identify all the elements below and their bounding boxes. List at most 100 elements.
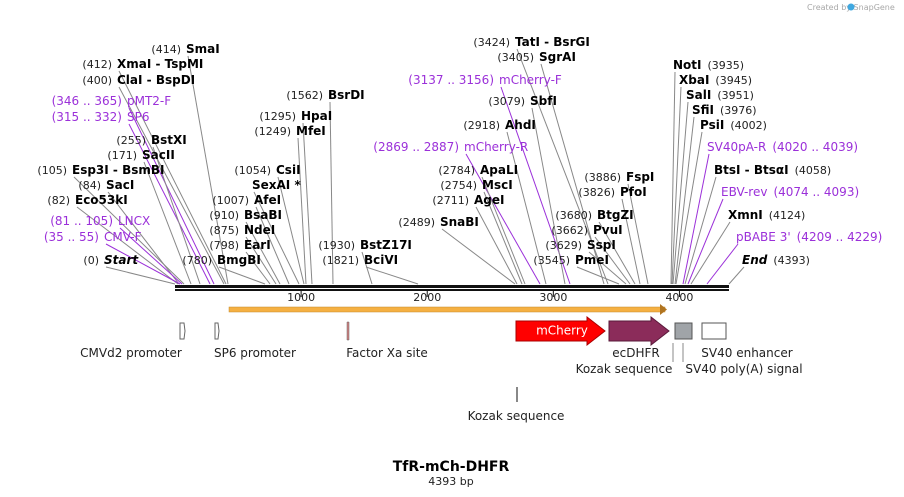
site-name-xmni[interactable]: XmnI — [728, 208, 763, 222]
site-name-sfii[interactable]: SfiI — [692, 103, 714, 117]
site-name-sp6[interactable]: SP6 — [127, 110, 150, 124]
snapgene-logo-icon — [847, 3, 855, 11]
site-name-sgrai[interactable]: SgrAI — [539, 50, 576, 64]
sp6-promoter-shape[interactable] — [214, 322, 220, 340]
site-name-bstxi[interactable]: BstXI — [151, 133, 187, 147]
site-name-psii[interactable]: PsiI — [700, 118, 724, 132]
site-name-bcivi[interactable]: BciVI — [364, 253, 398, 267]
cmvd2-promoter-shape[interactable] — [179, 322, 186, 340]
leader-pbabe-3 — [706, 243, 739, 285]
leader-bsrdi — [329, 101, 334, 285]
site-name-bsabi[interactable]: BsaBI — [244, 208, 282, 222]
site-name-ahdi[interactable]: AhdI — [505, 118, 536, 132]
site-name-tati-bsrgi[interactable]: TatI - BsrGI — [515, 35, 590, 49]
site-pos-sacii: (171) — [107, 149, 137, 162]
site-name-start[interactable]: Start — [104, 253, 139, 267]
site-name-eari[interactable]: EarI — [244, 238, 271, 252]
site-name-bmgbi[interactable]: BmgBI — [217, 253, 261, 267]
site-name-pmt2-f[interactable]: pMT2-F — [127, 94, 171, 108]
site-name-pbabe-3[interactable]: pBABE 3' — [736, 230, 791, 244]
site-name-eco53ki[interactable]: Eco53kI — [75, 193, 128, 207]
kozak-bottom-mark[interactable] — [516, 387, 518, 402]
site-name-hpai[interactable]: HpaI — [301, 109, 332, 123]
feature-sp6-label: SP6 promoter — [214, 346, 296, 360]
site-name-esp3i-bsmbi[interactable]: Esp3I - BsmBI — [72, 163, 164, 177]
leader-bstz17i — [361, 251, 373, 285]
site-name-clai-bspdi[interactable]: ClaI - BspDI — [117, 73, 195, 87]
site-name-noti[interactable]: NotI — [673, 58, 702, 72]
site-name-snabi[interactable]: SnaBI — [440, 215, 479, 229]
site-name-bstz17i[interactable]: BstZ17I — [360, 238, 412, 252]
leader-apali — [481, 176, 526, 285]
factor-xa-site-shape[interactable] — [346, 321, 350, 341]
site-name-sbfi[interactable]: SbfI — [530, 94, 557, 108]
site-pos-eari: (798) — [209, 239, 239, 252]
leader-sfii — [674, 116, 695, 285]
site-pos-bstxi: (255) — [116, 134, 146, 147]
site-pos-pbabe-3: (4209 .. 4229) — [797, 230, 883, 244]
site-name-pfoi[interactable]: PfoI — [620, 185, 647, 199]
leader-pfoi — [621, 198, 641, 285]
site-name-pvui[interactable]: PvuI — [593, 223, 623, 237]
site-name-csii[interactable]: CsiI — [276, 163, 301, 177]
tick-label-4000: 4000 — [665, 291, 693, 304]
site-name-apali[interactable]: ApaLI — [480, 163, 518, 177]
site-pos-csii: (1054) — [234, 164, 271, 177]
leader-psii — [675, 131, 703, 285]
leader-afei — [255, 206, 290, 285]
leader-sp6 — [128, 123, 211, 285]
leader-bcivi — [365, 266, 419, 285]
site-name-sspi[interactable]: SspI — [587, 238, 616, 252]
site-name-msci[interactable]: MscI — [482, 178, 513, 192]
site-pos-pmt2-f: (346 .. 365) — [52, 94, 122, 108]
site-name-bsrdi[interactable]: BsrDI — [328, 88, 365, 102]
site-name-lncx[interactable]: LNCX — [118, 214, 150, 228]
site-name-saci[interactable]: SacI — [106, 178, 134, 192]
site-pos-sali: (3951) — [717, 89, 754, 102]
site-pos-bsrdi: (1562) — [286, 89, 323, 102]
ecdhfr-arrow[interactable] — [608, 315, 670, 347]
site-name-xmai-tspmi[interactable]: XmaI - TspMI — [117, 57, 203, 71]
site-name-pmei[interactable]: PmeI — [575, 253, 609, 267]
feature-mcherry-label: mCherry — [536, 324, 588, 338]
site-pos-xmai-tspmi: (412) — [82, 58, 112, 71]
site-name-btsi-bts-i[interactable]: BtsI - BtsαI — [714, 163, 789, 177]
site-pos-sfii: (3976) — [720, 104, 757, 117]
site-name-mfei[interactable]: MfeI — [296, 124, 326, 138]
site-name-end[interactable]: End — [742, 253, 768, 267]
sv40-polya-box[interactable] — [674, 322, 693, 340]
site-name-cmv-f[interactable]: CMV-F — [104, 230, 142, 244]
site-name-smai[interactable]: SmaI — [186, 42, 220, 56]
site-name-xbai[interactable]: XbaI — [679, 73, 709, 87]
site-name-sali[interactable]: SalI — [686, 88, 711, 102]
site-name-agei[interactable]: AgeI — [474, 193, 504, 207]
leader-sacii — [143, 161, 192, 285]
leader-xbai — [671, 86, 682, 285]
site-pos-pvui: (3662) — [551, 224, 588, 237]
site-pos-sspi: (3629) — [545, 239, 582, 252]
orf-bar[interactable] — [228, 304, 667, 315]
site-name-sexai[interactable]: SexAI * — [252, 178, 301, 192]
leader-xmai-tspmi — [118, 70, 227, 285]
leader-noti — [670, 71, 676, 285]
leader-eco53ki — [76, 206, 179, 285]
mcherry-arrow[interactable] — [515, 315, 606, 347]
site-pos-sp6: (315 .. 332) — [52, 110, 122, 124]
site-pos-mcherry-r: (2869 .. 2887) — [373, 140, 459, 154]
site-pos-cmv-f: (35 .. 55) — [44, 230, 99, 244]
site-name-ebv-rev[interactable]: EBV-rev — [721, 185, 767, 199]
site-name-afei[interactable]: AfeI — [254, 193, 281, 207]
site-name-btgzi[interactable]: BtgZI — [597, 208, 634, 222]
snapgene-watermark: Created by SnapGene — [807, 3, 895, 12]
site-name-sv40pa-r[interactable]: SV40pA-R — [707, 140, 766, 154]
leader-start — [105, 266, 176, 285]
site-name-mcherry-f[interactable]: mCherry-F — [499, 73, 562, 87]
sv40-enhancer-box[interactable] — [701, 322, 727, 340]
site-name-mcherry-r[interactable]: mCherry-R — [464, 140, 528, 154]
site-name-ndei[interactable]: NdeI — [244, 223, 275, 237]
leader-sgrai — [540, 63, 605, 285]
feature-sv40-polya-label: SV40 poly(A) signal — [685, 362, 802, 376]
site-name-sacii[interactable]: SacII — [142, 148, 175, 162]
site-name-fspi[interactable]: FspI — [626, 170, 654, 184]
